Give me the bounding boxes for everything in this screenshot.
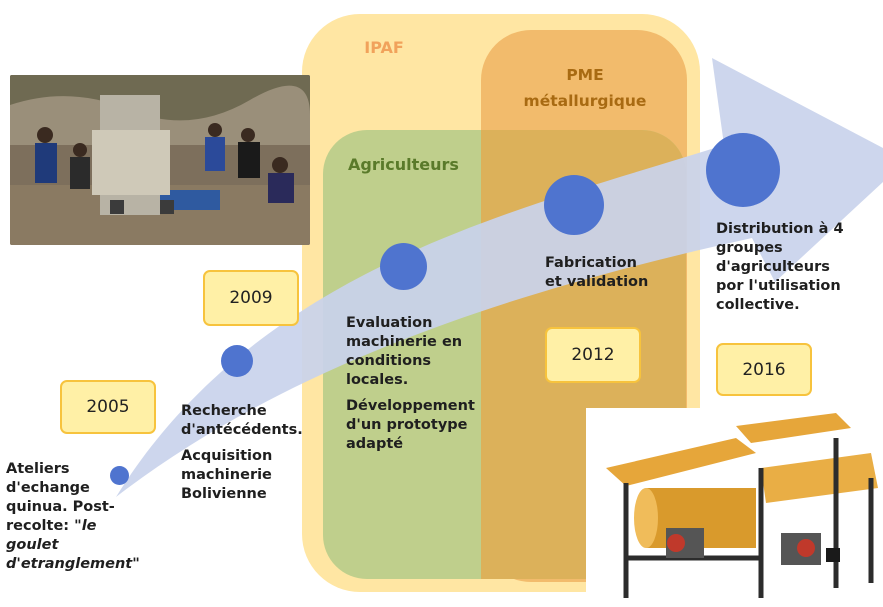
step-5-line3: d'agriculteurs <box>716 259 830 275</box>
milestone-dot-2005 <box>110 466 129 485</box>
milestone-dot-evaluation <box>380 243 427 290</box>
step-5-line4: por l'utilisation <box>716 278 841 294</box>
step-recherche: Recherche d'antécédents. Acquisition mac… <box>181 402 321 504</box>
step-1-line4: recolte: <box>6 518 70 534</box>
year-box-2005: 2005 <box>60 380 156 434</box>
step-fabrication: Fabrication et validation <box>545 254 685 292</box>
milestone-dot-2016 <box>706 133 780 207</box>
step-ateliers: Ateliers d'echange quinua. Post- recolte… <box>6 460 176 574</box>
step-2-p1-line1: Recherche <box>181 403 267 419</box>
step-2-p2-line1: Acquisition <box>181 448 273 464</box>
step-1-line3: quinua. Post- <box>6 499 115 515</box>
step-2-p1-line2: d'antécédents. <box>181 422 303 438</box>
ipaf-label: IPAF <box>364 38 404 57</box>
step-3-p2-line1: Développement <box>346 398 475 414</box>
milestone-dot-2012 <box>544 175 604 235</box>
step-3-p1-line1: Evaluation <box>346 315 433 331</box>
field-workshop-photo <box>10 75 310 245</box>
pme-label: PME métallurgique <box>500 62 670 114</box>
step-4-line2: et validation <box>545 274 649 290</box>
threshing-machine-image <box>586 408 883 607</box>
step-5-line5: collective. <box>716 297 800 313</box>
step-5-line2: groupes <box>716 240 783 256</box>
timeline-arrow-body <box>116 58 883 497</box>
step-1-line2: d'echange <box>6 480 90 496</box>
step-3-p2-line2: d'un prototype <box>346 417 468 433</box>
agriculteurs-label: Agriculteurs <box>348 155 459 174</box>
step-3-p2-line3: adapté <box>346 436 404 452</box>
pme-label-line2: métallurgique <box>523 92 647 110</box>
year-box-2012: 2012 <box>545 327 641 383</box>
step-1-quote-b: goulet <box>6 537 59 553</box>
step-3-p1-line4: locales. <box>346 372 409 388</box>
step-distribution: Distribution à 4 groupes d'agriculteurs … <box>716 220 883 315</box>
pme-label-line1: PME <box>566 66 604 84</box>
milestone-dot-2009 <box>221 345 253 377</box>
step-4-line1: Fabrication <box>545 255 637 271</box>
step-3-p1-line2: machinerie en <box>346 334 463 350</box>
year-box-2009: 2009 <box>203 270 299 326</box>
step-5-line1: Distribution à 4 <box>716 221 844 237</box>
step-2-p2-line2: machinerie <box>181 467 272 483</box>
step-evaluation: Evaluation machinerie en conditions loca… <box>346 314 516 454</box>
step-1-quote-c: d'etranglement" <box>6 556 140 572</box>
step-2-p2-line3: Bolivienne <box>181 486 267 502</box>
step-1-line4-row: recolte: "le <box>6 517 176 536</box>
year-box-2016: 2016 <box>716 343 812 396</box>
step-3-p1-line3: conditions <box>346 353 432 369</box>
step-1-quote-a: "le <box>74 518 97 534</box>
step-1-line1: Ateliers <box>6 461 70 477</box>
